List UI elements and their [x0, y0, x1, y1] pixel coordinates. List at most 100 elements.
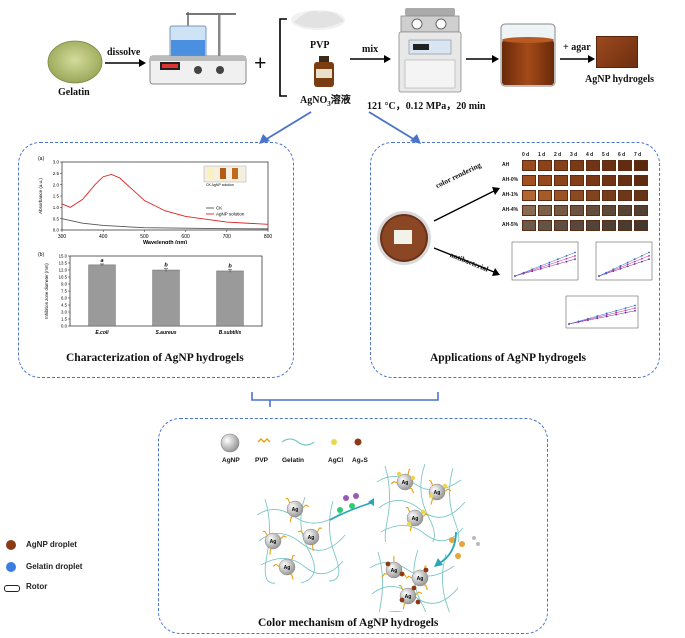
bar-y-axis-label: Inhibition zone diameter (mm) [44, 263, 49, 319]
bar-significance-letter: b [228, 264, 232, 270]
side-legend-agnp-droplet: AgNP droplet [26, 540, 77, 549]
pvp-chain [297, 530, 304, 535]
merge-bracket [251, 392, 439, 407]
uv-y-tick-label: 2.5 [53, 171, 60, 176]
uv-series-ck-line [61, 218, 269, 230]
mini-series-line [514, 258, 576, 277]
pvp-chain [390, 480, 398, 485]
uv-inset-agnp-vial [220, 168, 226, 179]
color-swatch [618, 190, 632, 201]
blue-arrow-left [259, 111, 312, 144]
color-swatch [586, 190, 600, 201]
uv-y-axis-label: Absorbance (a.u.) [38, 178, 43, 214]
day-header: 4 d [586, 152, 594, 158]
gelatin-strand [413, 549, 427, 612]
ag2s-particle [411, 585, 417, 591]
magnetic-stirrer-image [148, 4, 248, 86]
color-swatch [522, 220, 536, 231]
bar-bsubtilis [216, 270, 244, 327]
agnp-particle [302, 528, 320, 546]
agcl-particle [410, 475, 416, 481]
mechanism-legend-icons [220, 433, 362, 453]
pvp-chain [430, 498, 434, 505]
pvp-chain [302, 504, 310, 508]
agnp-solution-beaker [498, 22, 558, 88]
color-swatch [522, 205, 536, 216]
color-swatch [618, 220, 632, 231]
agnp-ag-label: Ag [284, 565, 291, 571]
agcl-particle [406, 521, 412, 527]
agno3-suffix: 溶液 [330, 95, 351, 106]
color-swatch [602, 160, 616, 171]
agcl-ions [329, 493, 375, 521]
bar-y-tick-label: 4.5 [61, 303, 68, 308]
mini-series-line [568, 310, 636, 325]
gelatin-label: Gelatin [58, 87, 90, 98]
color-rendering-arrow [433, 187, 500, 222]
mini-series-line [568, 305, 636, 325]
color-swatch [570, 160, 584, 171]
color-swatch [602, 190, 616, 201]
autoclave-to-beaker-arrow [466, 55, 499, 63]
color-swatch [538, 190, 552, 201]
applications-caption: Applications of AgNP hydrogels [430, 352, 587, 364]
agnp-ag-label: Ag [270, 539, 277, 545]
pvp-chain [316, 527, 322, 533]
pvp-chain [398, 584, 404, 591]
pvp-chain [405, 506, 411, 513]
bar-y-tick-label: 15.0 [59, 254, 68, 259]
agnp-ag-label: Ag [434, 490, 441, 496]
day-header: 3 d [570, 152, 578, 158]
agnp-particle [286, 500, 304, 518]
dissolve-label: dissolve [107, 47, 141, 58]
legend-gelatin: Gelatin [282, 457, 305, 464]
pvp-chain [405, 575, 413, 579]
mini-series-line [514, 255, 576, 277]
color-swatch [586, 175, 600, 186]
ag2s-particle [423, 567, 429, 573]
mini-series-line [568, 307, 636, 325]
color-swatch [522, 175, 536, 186]
agcl-particle [442, 483, 448, 489]
uv-y-tick-label: 3.0 [53, 160, 60, 165]
bar-saureus [152, 269, 180, 327]
pvp-chain [290, 554, 295, 561]
mini-point [574, 258, 576, 261]
uv-x-tick-label: 800 [264, 234, 273, 240]
bar-y-tick-label: 6.0 [61, 296, 68, 301]
uv-panel-label: (a) [38, 156, 44, 162]
mini-series-line [514, 252, 576, 277]
mechanism-box [158, 418, 548, 634]
color-swatch [570, 205, 584, 216]
agnp-particle [278, 558, 296, 576]
bar-y-tick-label: 12.0 [59, 268, 68, 273]
bar-y-tick-label: 13.5 [59, 261, 68, 266]
dissolve-arrow [105, 59, 146, 67]
gelatin-strand [264, 498, 276, 584]
row-label: AH-0% [502, 177, 519, 183]
gelatin-strand [420, 463, 435, 542]
legend-agcl: AgCl [328, 457, 344, 464]
gelatin-strand [377, 551, 383, 612]
color-swatch [602, 175, 616, 186]
ag2s-particle [399, 571, 405, 577]
bar-panel-label: (b) [38, 252, 44, 258]
uv-x-tick-label: 700 [223, 234, 232, 240]
mini-point [648, 258, 650, 261]
antibacterial-arrow [433, 247, 500, 276]
uv-inset-ck-vial [208, 168, 214, 179]
color-swatch [634, 190, 648, 201]
agno3-bottle-image [311, 56, 337, 88]
color-swatch [538, 220, 552, 231]
pvp-chain [407, 468, 411, 475]
gelatin-strand [449, 467, 460, 542]
mix-label: mix [362, 44, 379, 55]
pvp-chain [272, 563, 280, 567]
bar-y-tick-label: 7.5 [61, 289, 68, 294]
agcl-particle [420, 509, 426, 515]
agcl-particle [396, 471, 402, 477]
bar-y-tick-label: 0.0 [61, 324, 68, 329]
pvp-chain [402, 603, 406, 610]
